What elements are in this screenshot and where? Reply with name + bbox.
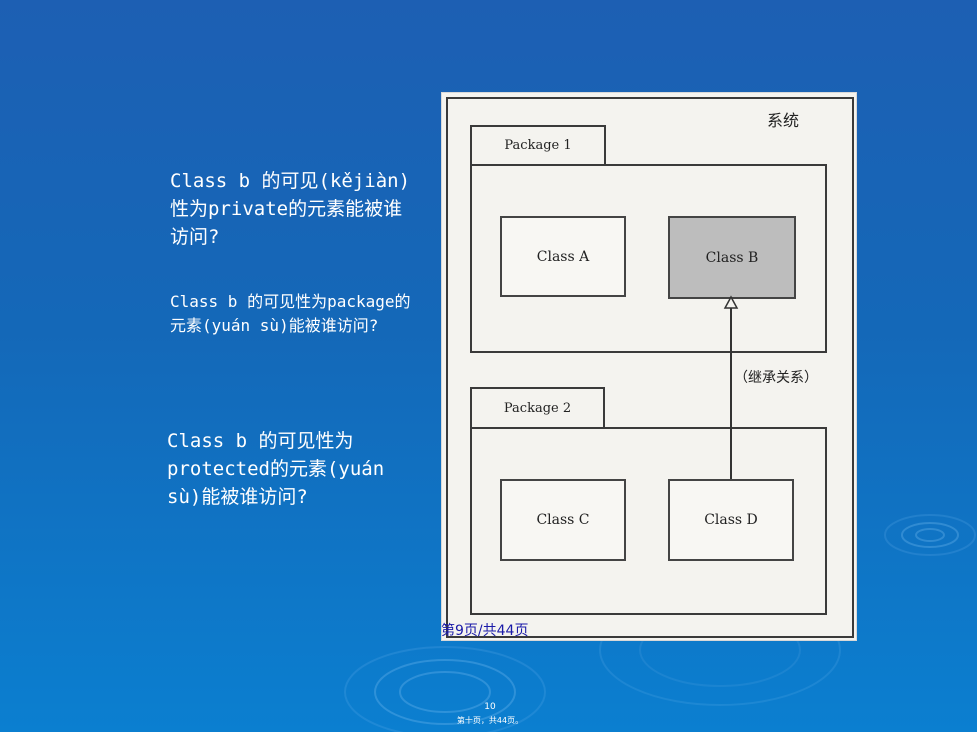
inheritance-arrow <box>723 295 739 479</box>
page-footer: 第十页，共44页。 <box>456 716 524 725</box>
package1-body <box>470 164 827 353</box>
class-d-box: Class D <box>668 479 794 561</box>
system-frame <box>446 97 854 638</box>
package-diagram: 系统 Package 1 Class A Class B （继承关系） Pack… <box>441 92 857 641</box>
package2-tab: Package 2 <box>470 387 605 429</box>
page-note: 第9页/共44页 <box>441 623 529 639</box>
question-private: Class b 的可见(kějiàn)性为private的元素能被谁访问? <box>170 170 411 248</box>
page-number: 10 <box>484 702 496 712</box>
question-package: Class b 的可见性为package的元素(yuán sù)能被谁访问? <box>170 292 411 335</box>
question-protected: Class b 的可见性为protected的元素(yuán sù)能被谁访问? <box>167 430 385 508</box>
class-a-box: Class A <box>500 216 626 297</box>
package1-tab: Package 1 <box>470 125 606 166</box>
class-c-box: Class C <box>500 479 626 561</box>
package2-body <box>470 427 827 615</box>
inheritance-label: （继承关系） <box>734 370 818 386</box>
system-label: 系统 <box>767 111 800 130</box>
